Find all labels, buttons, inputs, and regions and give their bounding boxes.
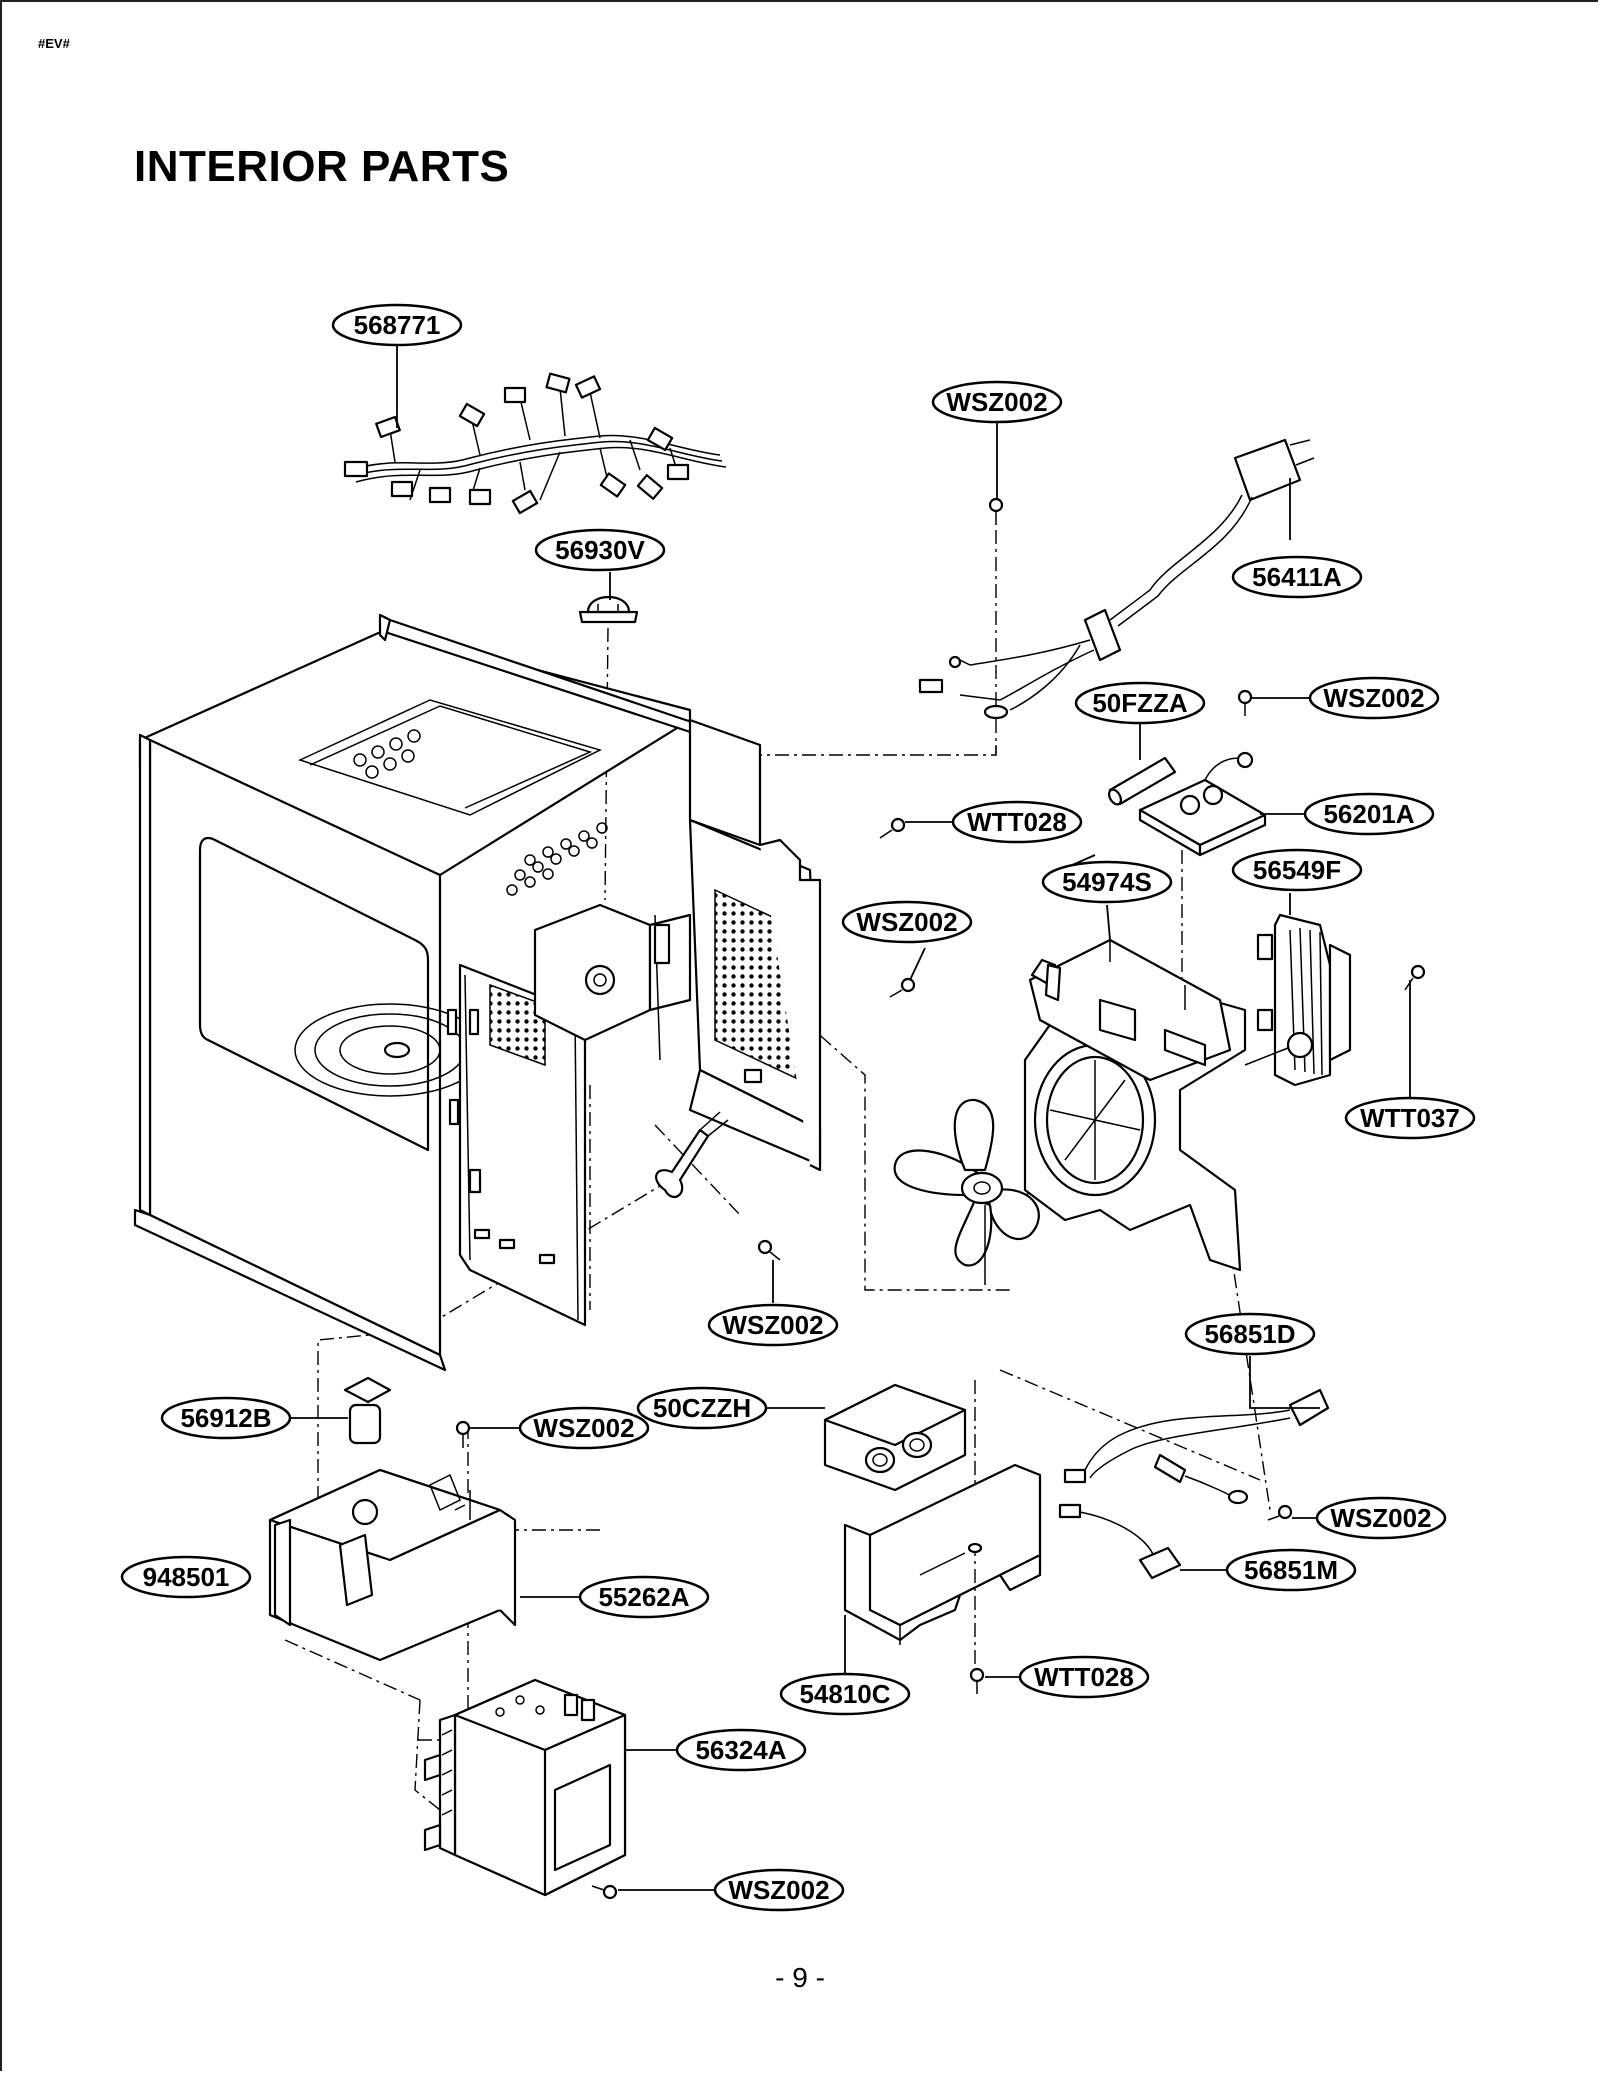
fan-blade-part bbox=[893, 1098, 1040, 1285]
svg-text:56201A: 56201A bbox=[1323, 799, 1414, 829]
fan-motor-part bbox=[1244, 913, 1352, 1087]
svg-text:55262A: 55262A bbox=[598, 1582, 689, 1612]
waveguide-part bbox=[268, 1468, 517, 1662]
svg-text:56930V: 56930V bbox=[555, 535, 645, 565]
svg-text:WSZ002: WSZ002 bbox=[728, 1875, 829, 1905]
svg-text:54974S: 54974S bbox=[1062, 867, 1152, 897]
part-label: 56549F bbox=[1231, 848, 1363, 892]
screw-wsz002-right bbox=[1267, 1504, 1293, 1521]
part-labels: 568771 WSZ002 56930V 56411A 50FZZA WSZ00… bbox=[120, 303, 1476, 1912]
svg-text:56324A: 56324A bbox=[695, 1735, 786, 1765]
clip-part bbox=[655, 1111, 729, 1199]
thermostat-part bbox=[578, 596, 639, 624]
part-label: 50FZZA bbox=[1074, 681, 1206, 725]
screw-wtt028-bottom bbox=[969, 1667, 985, 1694]
part-label: 56324A bbox=[675, 1728, 807, 1772]
part-label: WTT028 bbox=[1018, 1655, 1150, 1699]
svg-text:56411A: 56411A bbox=[1252, 562, 1342, 592]
leader-lines bbox=[269, 345, 1411, 1891]
page-title: INTERIOR PARTS bbox=[134, 142, 510, 191]
svg-text:WTT037: WTT037 bbox=[1360, 1103, 1460, 1133]
part-label: WSZ002 bbox=[707, 1303, 839, 1347]
svg-text:WSZ002: WSZ002 bbox=[1323, 683, 1424, 713]
svg-text:50FZZA: 50FZZA bbox=[1092, 688, 1188, 718]
part-label: 56851D bbox=[1184, 1312, 1316, 1356]
screw-wsz002-lower bbox=[757, 1239, 781, 1261]
svg-text:568771: 568771 bbox=[354, 310, 441, 340]
svg-text:56851M: 56851M bbox=[1244, 1555, 1338, 1585]
svg-text:WSZ002: WSZ002 bbox=[722, 1310, 823, 1340]
svg-text:50CZZH: 50CZZH bbox=[653, 1393, 751, 1423]
screws bbox=[455, 497, 1426, 1900]
screw-50fzza bbox=[1237, 689, 1253, 716]
svg-text:56549F: 56549F bbox=[1253, 855, 1341, 885]
fuse-part bbox=[1108, 756, 1177, 806]
part-label: WSZ002 bbox=[841, 900, 973, 944]
svg-text:WSZ002: WSZ002 bbox=[533, 1413, 634, 1443]
screw-top-center bbox=[988, 497, 1004, 525]
part-label: 54810C bbox=[779, 1672, 911, 1716]
svg-text:WTT028: WTT028 bbox=[967, 807, 1067, 837]
screw-wsz002-mid bbox=[889, 977, 916, 998]
part-label: WTT028 bbox=[951, 800, 1083, 844]
svg-text:948501: 948501 bbox=[143, 1562, 230, 1592]
part-label: 56912B bbox=[160, 1396, 292, 1440]
wire-lead-56851m bbox=[1058, 1503, 1182, 1580]
part-label: 568771 bbox=[331, 303, 463, 347]
part-label: WSZ002 bbox=[1308, 676, 1440, 720]
part-label: WTT037 bbox=[1344, 1096, 1476, 1140]
part-label: 948501 bbox=[120, 1555, 252, 1599]
fuse-holder-part bbox=[1138, 751, 1267, 857]
cavity-assembly bbox=[133, 613, 822, 1372]
svg-text:56851D: 56851D bbox=[1204, 1319, 1295, 1349]
part-label: WSZ002 bbox=[1315, 1496, 1447, 1540]
svg-text:56912B: 56912B bbox=[180, 1403, 271, 1433]
svg-text:54810C: 54810C bbox=[799, 1679, 890, 1709]
power-cord-part bbox=[918, 438, 1315, 720]
screw-wsz002-capacitor bbox=[455, 1420, 471, 1448]
wire-harness-part bbox=[343, 372, 727, 515]
svg-text:WSZ002: WSZ002 bbox=[1330, 1503, 1431, 1533]
part-label: 54974S bbox=[1041, 860, 1173, 904]
part-label: 56201A bbox=[1303, 792, 1435, 836]
air-duct-part bbox=[1023, 938, 1247, 1272]
svg-text:WTT028: WTT028 bbox=[1034, 1662, 1134, 1692]
page-number: - 9 - bbox=[775, 1962, 825, 1993]
document-code: #EV# bbox=[38, 36, 70, 51]
part-label: WSZ002 bbox=[518, 1406, 650, 1450]
part-label: 56930V bbox=[534, 528, 666, 572]
part-label: WSZ002 bbox=[931, 380, 1063, 424]
svg-text:WSZ002: WSZ002 bbox=[946, 387, 1047, 417]
screw-wtt028-top bbox=[879, 817, 906, 839]
part-label: WSZ002 bbox=[713, 1868, 845, 1912]
part-label: 50CZZH bbox=[636, 1386, 768, 1430]
screw-wsz002-bottom bbox=[591, 1884, 618, 1900]
screw-wtt037 bbox=[1404, 964, 1426, 991]
capacitor-part bbox=[823, 1383, 967, 1492]
part-label: 55262A bbox=[578, 1575, 710, 1619]
magnetron-part bbox=[423, 1678, 627, 1897]
part-label: 56851M bbox=[1225, 1548, 1357, 1592]
part-label: 56411A bbox=[1231, 555, 1363, 599]
thermal-fuse-part bbox=[343, 1376, 392, 1445]
svg-text:WSZ002: WSZ002 bbox=[856, 907, 957, 937]
wire-lead-56851d bbox=[1063, 1388, 1330, 1505]
bracket-part bbox=[843, 1463, 1042, 1645]
